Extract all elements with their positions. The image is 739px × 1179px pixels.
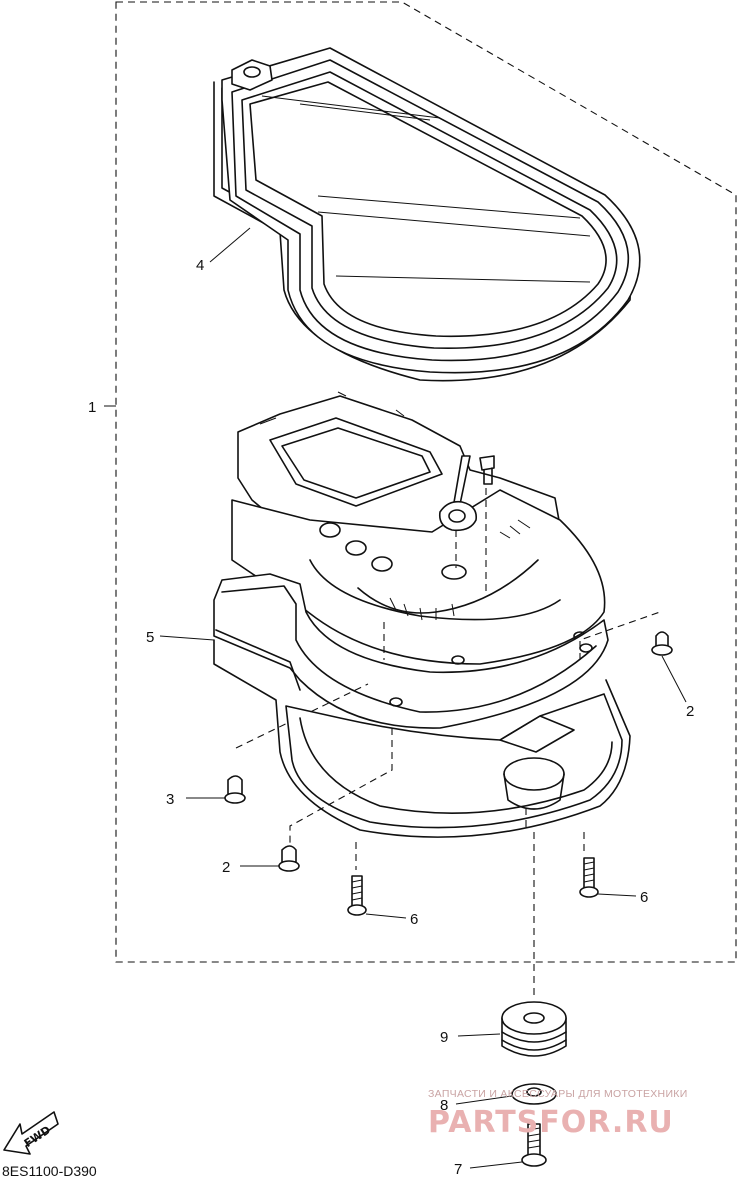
callout-1: 1 xyxy=(88,399,96,416)
callout-5: 5 xyxy=(146,629,154,646)
callout-6-right: 6 xyxy=(640,889,648,906)
lower-case xyxy=(213,611,661,1000)
part-5-gasket-plate xyxy=(213,573,609,749)
watermark-tagline: ЗАПЧАСТИ И АКСЕССУАРЫ ДЛЯ МОТОТЕХНИКИ xyxy=(428,1088,688,1100)
part-8-collar xyxy=(511,1083,557,1105)
part-3-grommet xyxy=(224,775,246,804)
callout-9: 9 xyxy=(440,1029,448,1046)
drawing-code: 8ES1100-D390 xyxy=(2,1163,97,1179)
part-4-upper-case xyxy=(213,47,641,382)
meter-plate-assembly xyxy=(231,391,606,665)
part-2-grommet-right xyxy=(651,631,673,656)
callout-6-left: 6 xyxy=(410,911,418,928)
part-7-bolt xyxy=(521,1123,547,1167)
callout-2-left: 2 xyxy=(222,859,230,876)
callout-7: 7 xyxy=(454,1161,462,1178)
callout-8: 8 xyxy=(440,1097,448,1114)
callout-3: 3 xyxy=(166,791,174,808)
leader-lines xyxy=(104,227,687,1169)
fwd-arrow-icon: FWD xyxy=(3,1111,59,1155)
part-6-screw-left xyxy=(347,875,367,916)
callout-4: 4 xyxy=(196,257,204,274)
callout-2-right: 2 xyxy=(686,703,694,720)
part-2-grommet-left xyxy=(278,845,300,872)
part-9-damper xyxy=(501,1001,567,1057)
part-6-screw-right xyxy=(579,857,599,898)
watermark-brand: PARTSFOR.RU xyxy=(428,1105,674,1140)
